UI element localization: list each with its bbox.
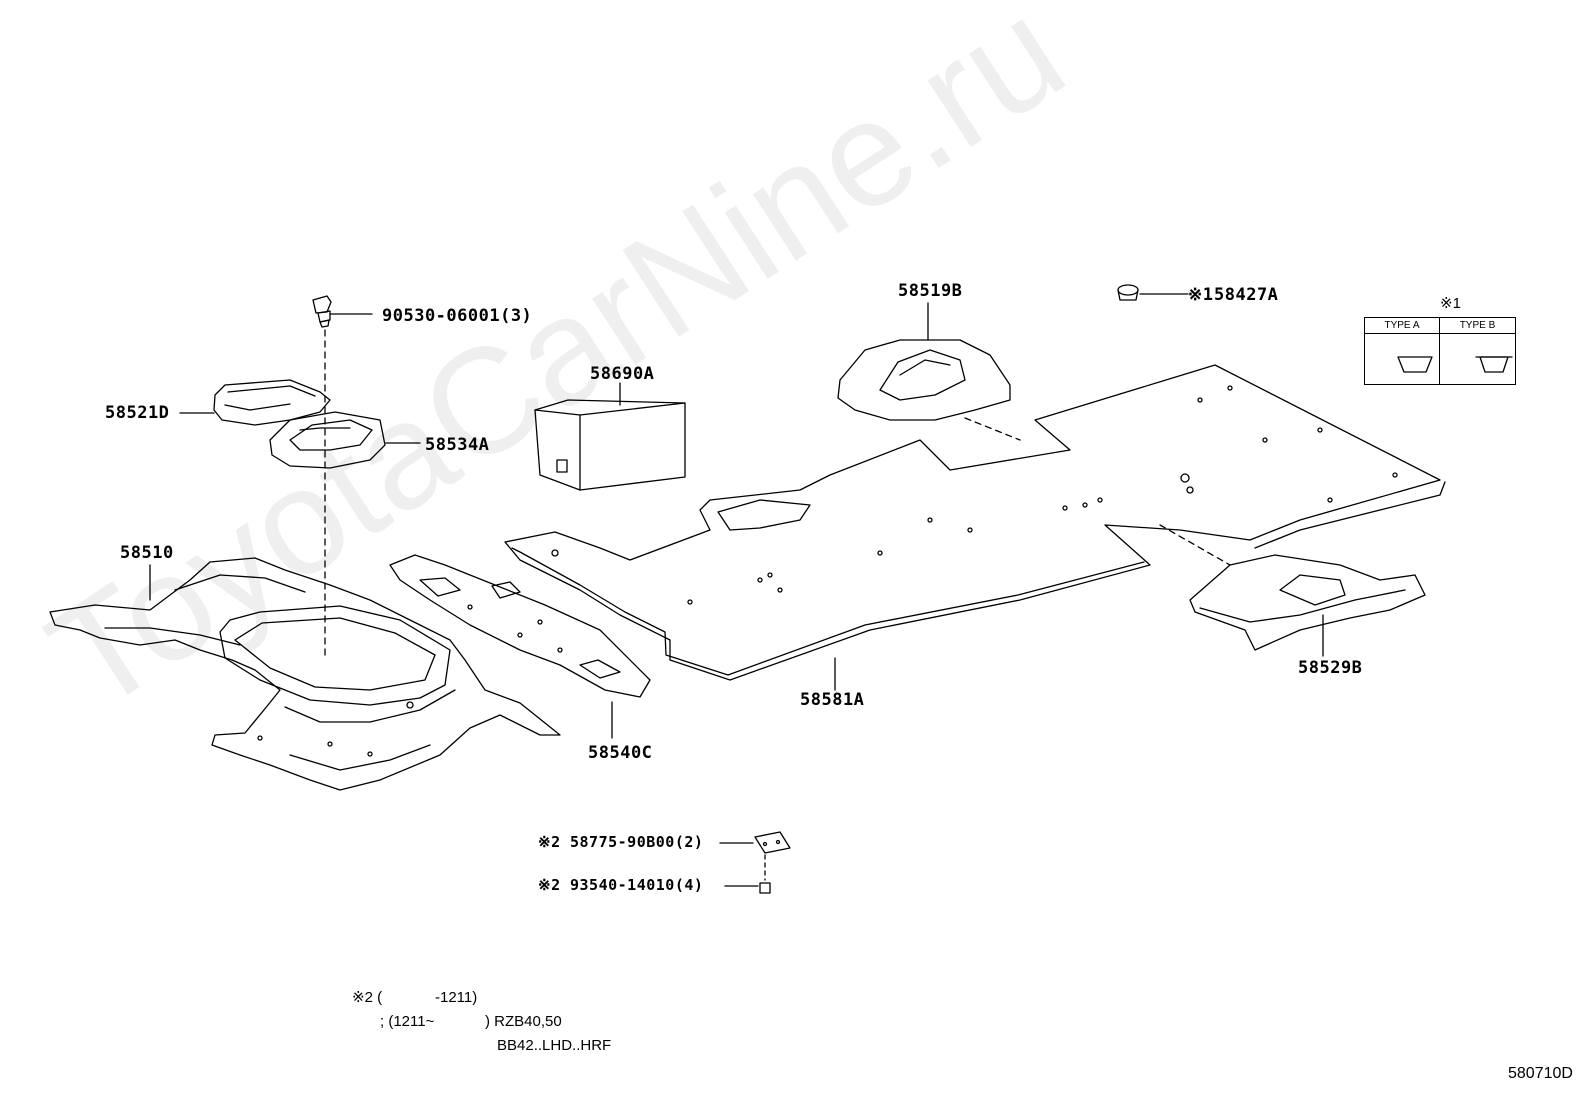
type-table: TYPE A TYPE B: [1364, 317, 1516, 385]
type-b-cell: TYPE B: [1440, 318, 1515, 384]
diagram-code: 580710D: [1508, 1065, 1573, 1082]
label-58775-mark: ※2: [538, 833, 561, 851]
type-icons: [1397, 356, 1513, 373]
part-58775-drawing: [719, 831, 791, 894]
part-58521D-drawing: [179, 379, 331, 426]
part-58690A-drawing: [534, 382, 686, 491]
type-table-mark: ※1: [1440, 295, 1461, 312]
footnote-line2-start: ; (1211~: [380, 1013, 435, 1030]
label-58540C: 58540C: [588, 743, 653, 763]
part-58519B-drawing: [837, 302, 1011, 421]
clip-90530-drawing: [312, 295, 373, 661]
part-58427A-drawing: [1117, 284, 1189, 301]
label-58690A: 58690A: [590, 364, 655, 384]
part-58529B-drawing: [1189, 554, 1426, 657]
label-58529B: 58529B: [1298, 658, 1363, 678]
label-58427A: 58427A: [1214, 285, 1279, 305]
label-93540-mark: ※2: [538, 876, 561, 894]
label-58581A: 58581A: [800, 690, 865, 710]
type-a-header: TYPE A: [1365, 318, 1439, 334]
label-93540: 93540-14010(4): [570, 876, 704, 894]
label-58427A-prefix: ※1: [1188, 285, 1214, 305]
label-58521D: 58521D: [105, 403, 170, 423]
type-b-header: TYPE B: [1440, 318, 1515, 334]
footnote-line2-end: ) RZB40,50: [485, 1013, 562, 1030]
part-58581A-drawing: [504, 364, 1446, 691]
footnote-line1-mark: ※2 (: [352, 989, 383, 1006]
part-58510-drawing: [49, 557, 561, 791]
label-90530: 90530-06001(3): [382, 306, 533, 326]
label-58519B: 58519B: [898, 281, 963, 301]
type-a-cell: TYPE A: [1365, 318, 1440, 384]
part-58540C-drawing: [389, 554, 651, 739]
footnote-line1-value: -1211): [435, 989, 478, 1006]
part-58534A-drawing: [269, 411, 421, 469]
label-58534A: 58534A: [425, 435, 490, 455]
label-58510: 58510: [120, 543, 174, 563]
footnote-line3: BB42..LHD..HRF: [497, 1037, 612, 1054]
label-58775: 58775-90B00(2): [570, 833, 704, 851]
